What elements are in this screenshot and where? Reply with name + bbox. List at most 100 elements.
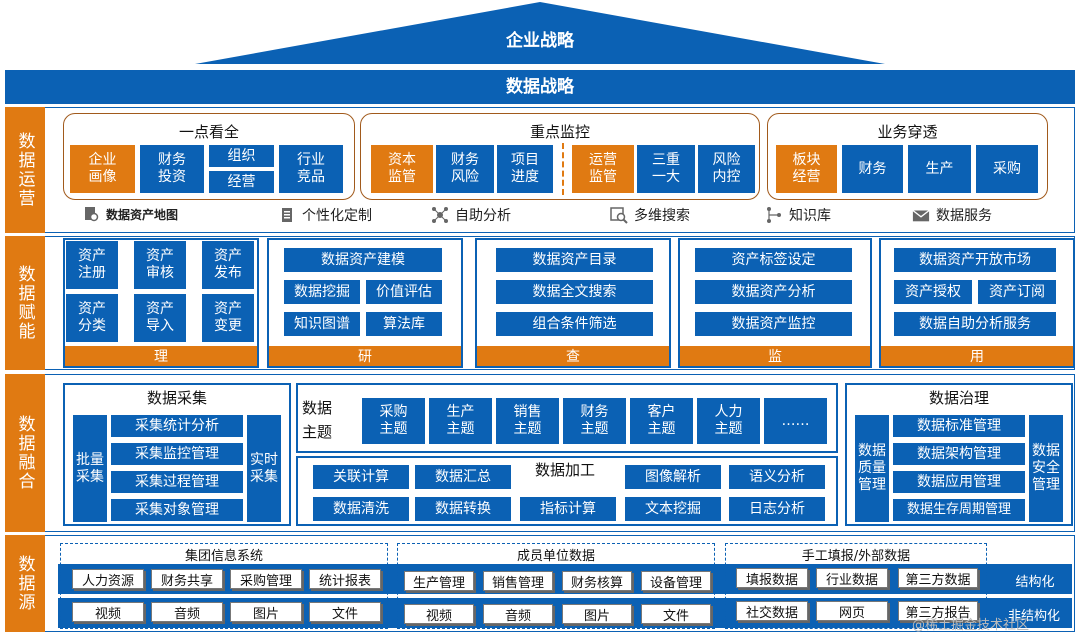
tile-value-evaluation[interactable]: 价值评估 xyxy=(366,280,442,304)
tile-knowledge-graph[interactable]: 知识图谱 xyxy=(284,312,360,336)
source-cell-finance-shared[interactable]: 财务共享 xyxy=(151,569,223,589)
tile-asset-publish[interactable]: 资产 发布 xyxy=(202,241,254,289)
tile-asset-modeling[interactable]: 数据资产建模 xyxy=(284,248,442,272)
tile-sector-operation[interactable]: 板块 经营 xyxy=(776,145,837,193)
source-cell-third-party-data[interactable]: 第三方数据 xyxy=(898,568,978,588)
tool-data-service[interactable]: 数据服务 xyxy=(912,205,992,225)
tile-topic-more[interactable]: …… xyxy=(764,398,827,444)
topics-label: 数据 主题 xyxy=(302,399,333,441)
tile-topic-production[interactable]: 生产 主题 xyxy=(429,398,492,444)
tile-finance-investment[interactable]: 财务 投资 xyxy=(140,145,204,193)
tile-asset-change[interactable]: 资产 变更 xyxy=(202,294,254,342)
tile-data-summary[interactable]: 数据汇总 xyxy=(415,465,511,489)
tile-topic-customer[interactable]: 客户 主题 xyxy=(630,398,693,444)
tile-topic-hr[interactable]: 人力 主题 xyxy=(697,398,760,444)
tile-capital-supervision[interactable]: 资本 监管 xyxy=(371,145,433,193)
source-cell-video[interactable]: 视频 xyxy=(72,602,144,622)
tile-topic-sales[interactable]: 销售 主题 xyxy=(496,398,559,444)
source-cell-production-mgmt[interactable]: 生产管理 xyxy=(404,571,474,591)
tool-multi-search[interactable]: 多维搜索 xyxy=(610,205,690,225)
tile-data-conversion[interactable]: 数据转换 xyxy=(415,497,511,521)
tile-topic-procurement[interactable]: 采购 主题 xyxy=(362,398,425,444)
tile-collection-process[interactable]: 采集过程管理 xyxy=(111,471,243,493)
tile-quality-management[interactable]: 数据 质量 管理 xyxy=(855,415,889,522)
tile-collection-monitoring[interactable]: 采集监控管理 xyxy=(111,443,243,465)
source-cell-third-party-report[interactable]: 第三方报告 xyxy=(898,601,978,621)
source-cell-finance-accounting[interactable]: 财务核算 xyxy=(562,571,632,591)
tile-collection-stats[interactable]: 采集统计分析 xyxy=(111,415,243,437)
tile-application-management[interactable]: 数据应用管理 xyxy=(893,471,1025,493)
tile-project-progress[interactable]: 项目 进度 xyxy=(497,145,553,193)
tile-security-management[interactable]: 数据 安全 管理 xyxy=(1029,415,1063,522)
tile-data-mining[interactable]: 数据挖掘 xyxy=(284,280,360,304)
tile-self-service[interactable]: 数据自助分析服务 xyxy=(894,312,1056,336)
source-cell-sales-mgmt[interactable]: 销售管理 xyxy=(483,571,553,591)
tile-risk-control[interactable]: 风险 内控 xyxy=(698,145,755,193)
tool-customization[interactable]: 个性化定制 xyxy=(278,205,372,225)
tile-semantic-analysis[interactable]: 语义分析 xyxy=(729,465,825,489)
tile-collection-object[interactable]: 采集对象管理 xyxy=(111,499,243,521)
tile-organization[interactable]: 组织 xyxy=(209,145,274,167)
ops-group-monitoring-title: 重点监控 xyxy=(529,123,590,141)
tile-production[interactable]: 生产 xyxy=(908,145,971,193)
source-cell-file[interactable]: 文件 xyxy=(309,602,381,622)
tile-three-major-one-large[interactable]: 三重 一大 xyxy=(637,145,695,193)
source-cell-statistics[interactable]: 统计报表 xyxy=(309,569,381,589)
tool-self-analysis[interactable]: 自助分析 xyxy=(431,205,511,225)
tile-asset-monitoring[interactable]: 数据资产监控 xyxy=(695,312,852,336)
source-cell-video-2[interactable]: 视频 xyxy=(404,604,474,624)
source-cell-hr[interactable]: 人力资源 xyxy=(72,569,144,589)
tool-data-service-label: 数据服务 xyxy=(936,208,992,224)
source-group-group-systems-title: 集团信息系统 xyxy=(184,549,263,564)
tile-open-market[interactable]: 数据资产开放市场 xyxy=(894,248,1056,272)
tile-asset-import[interactable]: 资产 导入 xyxy=(134,294,186,342)
source-cell-audio[interactable]: 音频 xyxy=(151,602,223,622)
source-cell-filled-data[interactable]: 填报数据 xyxy=(736,568,808,588)
tile-operation[interactable]: 经营 xyxy=(209,171,274,193)
tool-customization-label: 个性化定制 xyxy=(302,208,372,224)
tile-architecture-management[interactable]: 数据架构管理 xyxy=(893,443,1025,465)
governance-title: 数据治理 xyxy=(928,389,989,407)
source-cell-equipment-mgmt[interactable]: 设备管理 xyxy=(641,571,711,591)
tile-realtime-collection[interactable]: 实时 采集 xyxy=(247,415,281,522)
tile-finance[interactable]: 财务 xyxy=(842,145,903,193)
tile-metric-calc[interactable]: 指标计算 xyxy=(520,497,616,521)
tile-batch-collection[interactable]: 批量 采集 xyxy=(73,415,107,522)
source-cell-social-data[interactable]: 社交数据 xyxy=(736,601,808,621)
tile-standard-management[interactable]: 数据标准管理 xyxy=(893,415,1025,437)
source-cell-procurement-mgmt[interactable]: 采购管理 xyxy=(230,569,302,589)
tile-procurement[interactable]: 采购 xyxy=(976,145,1038,193)
tile-topic-finance[interactable]: 财务 主题 xyxy=(563,398,626,444)
source-cell-file-2[interactable]: 文件 xyxy=(641,604,711,624)
tile-asset-analysis[interactable]: 数据资产分析 xyxy=(695,280,852,304)
tool-asset-map[interactable]: 数据资产地图 xyxy=(82,205,178,223)
tile-industry-competitors[interactable]: 行业 竞品 xyxy=(279,145,343,193)
tile-log-analysis[interactable]: 日志分析 xyxy=(729,497,825,521)
tile-asset-review[interactable]: 资产 审核 xyxy=(134,241,186,289)
source-cell-image[interactable]: 图片 xyxy=(230,602,302,622)
tile-data-cleansing[interactable]: 数据清洗 xyxy=(313,497,409,521)
tile-combined-filter[interactable]: 组合条件筛选 xyxy=(496,312,653,336)
source-cell-audio-2[interactable]: 音频 xyxy=(483,604,553,624)
tool-knowledge-base[interactable]: 知识库 xyxy=(765,205,831,225)
tile-operation-supervision[interactable]: 运营 监管 xyxy=(572,145,634,193)
tile-asset-classify[interactable]: 资产 分类 xyxy=(66,294,118,342)
tile-asset-catalog[interactable]: 数据资产目录 xyxy=(496,248,653,272)
tile-fulltext-search[interactable]: 数据全文搜索 xyxy=(496,280,653,304)
tile-asset-authorization[interactable]: 资产授权 xyxy=(894,280,972,304)
layer-label-fusion: 数据融合 xyxy=(5,374,45,532)
tile-association-calc[interactable]: 关联计算 xyxy=(313,465,409,489)
tile-enterprise-profile[interactable]: 企业 画像 xyxy=(70,145,135,193)
tile-image-parsing[interactable]: 图像解析 xyxy=(625,465,721,489)
tile-asset-register[interactable]: 资产 注册 xyxy=(66,241,118,289)
monitoring-divider xyxy=(562,143,564,195)
tile-text-mining[interactable]: 文本挖掘 xyxy=(625,497,721,521)
source-cell-industry-data[interactable]: 行业数据 xyxy=(816,568,888,588)
tile-asset-subscription[interactable]: 资产订阅 xyxy=(978,280,1056,304)
source-cell-webpage[interactable]: 网页 xyxy=(816,601,888,621)
tile-lifecycle-management[interactable]: 数据生存周期管理 xyxy=(893,499,1025,521)
tile-tag-setting[interactable]: 资产标签设定 xyxy=(695,248,852,272)
source-cell-image-2[interactable]: 图片 xyxy=(562,604,632,624)
tile-finance-risk[interactable]: 财务 风险 xyxy=(436,145,494,193)
tile-algorithm-library[interactable]: 算法库 xyxy=(366,312,442,336)
